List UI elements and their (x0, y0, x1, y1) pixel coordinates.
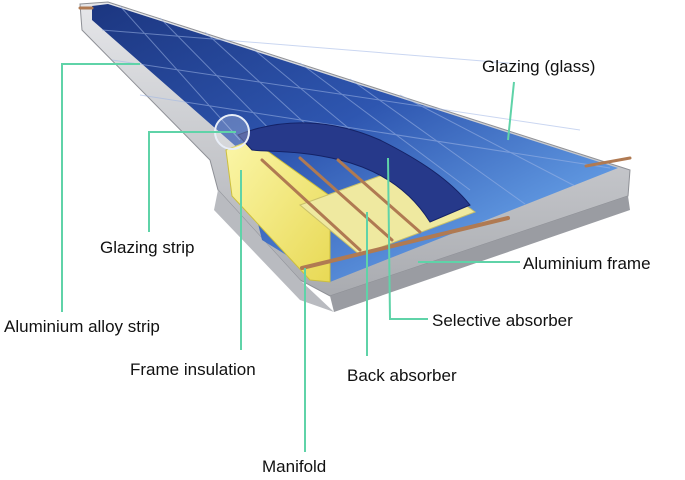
leader-aluminium-alloy-strip (61, 63, 140, 312)
label-aluminium-alloy-strip: Aluminium alloy strip (4, 317, 160, 336)
label-aluminium-frame: Aluminium frame (523, 254, 651, 273)
label-glazing-glass: Glazing (glass) (482, 57, 596, 76)
absorber-tubes (260, 156, 422, 252)
selective-absorber (237, 122, 471, 223)
leader-selective-absorber (387, 157, 428, 320)
label-glazing-strip: Glazing strip (100, 238, 195, 257)
glass-grid (101, 5, 611, 205)
manifold-pipe (300, 216, 510, 270)
manifold-pipe-top (584, 156, 632, 168)
aluminium-frame-end (214, 190, 334, 312)
label-selective-absorber: Selective absorber (432, 311, 573, 330)
leader-glazing-strip (148, 131, 236, 232)
label-frame-insulation: Frame insulation (130, 360, 256, 379)
aluminium-frame-side (330, 196, 630, 312)
label-manifold: Manifold (262, 457, 327, 476)
leader-glazing-glass (507, 81, 515, 141)
label-back-absorber: Back absorber (347, 366, 457, 385)
leader-lines (61, 63, 520, 452)
